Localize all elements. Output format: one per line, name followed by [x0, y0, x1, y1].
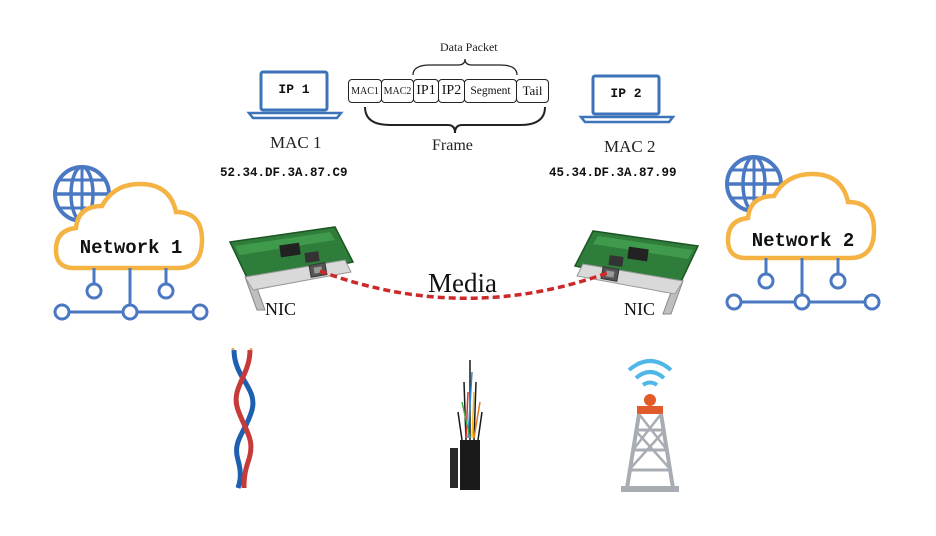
- wireless-tower-icon: [621, 359, 679, 492]
- network-2: Network 2: [724, 150, 884, 315]
- frame-field-tail: Tail: [516, 79, 549, 103]
- ip-label: IP 2: [610, 86, 642, 101]
- twisted-pair-cable-icon: [231, 348, 256, 489]
- data-packet-brace: [412, 58, 518, 76]
- nic-label-1: NIC: [265, 299, 296, 319]
- data-packet-label: Data Packet: [440, 40, 498, 54]
- frame-field-mac2: MAC2: [381, 79, 414, 103]
- mac-title-2: MAC 2: [604, 137, 656, 156]
- laptop-icon: [246, 70, 344, 120]
- network-1: Network 1: [52, 160, 212, 325]
- nic-label-2: NIC: [624, 299, 655, 319]
- frame-field-ip2: IP2: [438, 79, 465, 103]
- laptop-1: IP 1: [245, 70, 345, 120]
- laptop-2: IP 2: [577, 74, 677, 124]
- network-cloud-icon: [53, 165, 209, 321]
- network-label: Network 1: [79, 237, 183, 259]
- frame-field-mac1: MAC1: [348, 79, 382, 103]
- mac-address-2: 45.34.DF.3A.87.99: [549, 166, 677, 180]
- frame-brace: [364, 106, 546, 134]
- network-label: Network 2: [751, 230, 855, 252]
- nic-card-icon-2: [573, 230, 700, 315]
- media-label: Media: [428, 268, 497, 298]
- frame-field-segment: Segment: [464, 79, 517, 103]
- frame-field-ip1: IP1: [413, 79, 439, 103]
- frame-label: Frame: [432, 137, 473, 154]
- mac-address-1: 52.34.DF.3A.87.C9: [220, 166, 348, 180]
- network-cloud-icon: [725, 155, 881, 311]
- media-link: [319, 269, 611, 300]
- fiber-optic-cable-icon: [450, 360, 483, 490]
- ip-label: IP 1: [278, 82, 310, 97]
- laptop-icon: [578, 74, 676, 124]
- mac-title-1: MAC 1: [270, 133, 322, 152]
